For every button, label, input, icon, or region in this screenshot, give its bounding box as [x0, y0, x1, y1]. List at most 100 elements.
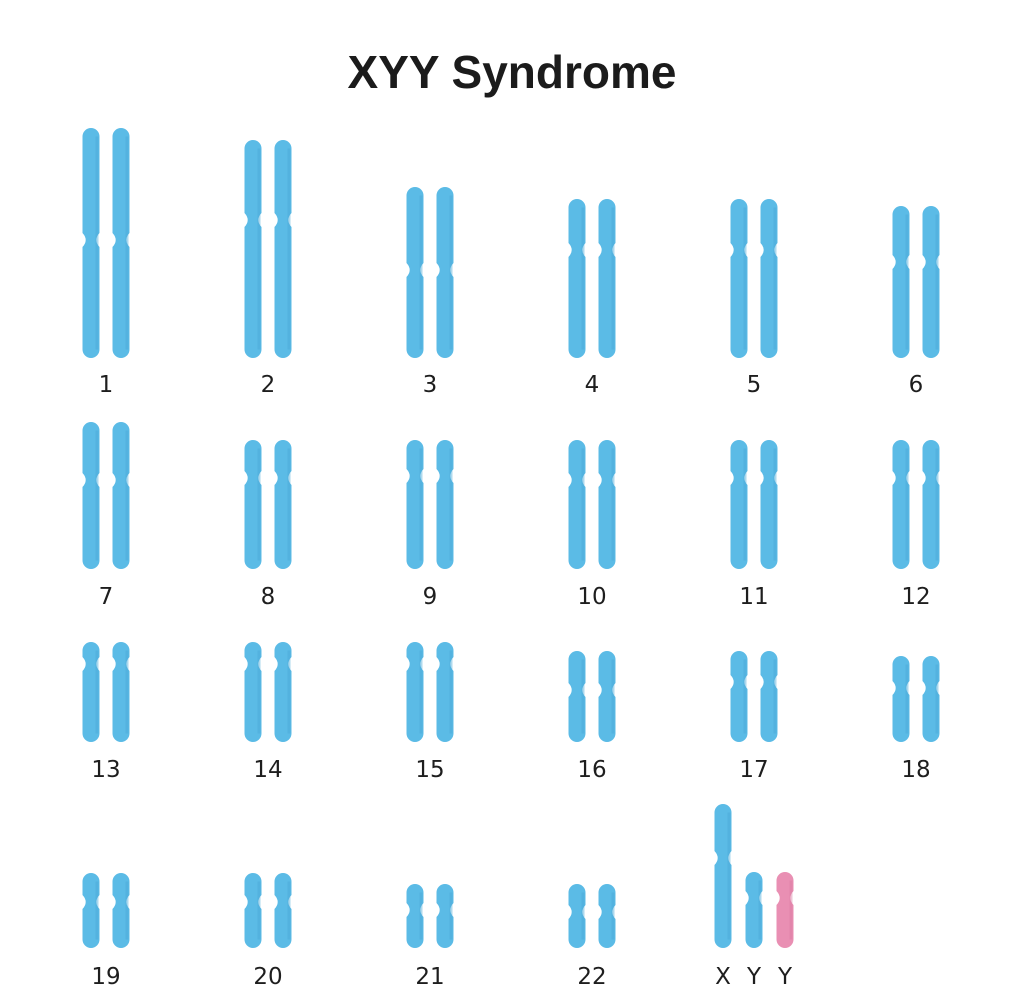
chromosome-22-copy-1-shade: [581, 892, 585, 940]
diagram-title: XYY Syndrome: [347, 46, 677, 98]
chromosome-18-copy-2-body: [922, 656, 940, 742]
sex-chromosome-label-2: Y: [746, 964, 762, 985]
chromosome-2-copy-2-shade: [287, 148, 291, 350]
chromosome-7-copy-2: [112, 422, 130, 569]
chromosome-18-copy-1: [892, 656, 910, 742]
chromosome-20-copy-1: [244, 873, 262, 948]
chromosome-9-copy-2-body: [436, 440, 454, 569]
chromosome-19-copy-2: [112, 873, 130, 948]
chromosome-22-copy-2-body: [598, 884, 616, 948]
chromosome-13-copy-1-body: [82, 642, 100, 742]
chromosome-7-copy-1-body: [82, 422, 100, 569]
chromosome-label-18: 18: [901, 757, 930, 783]
chromosome-1-copy-2-shade: [125, 136, 129, 350]
chromosome-10-copy-2-body: [598, 440, 616, 569]
chromosome-label-14: 14: [253, 757, 282, 783]
chromosome-16-copy-1-shade: [581, 659, 585, 734]
chromosome-22-copy-1-body: [568, 884, 586, 948]
sex-chromosome-y-2: [745, 872, 763, 948]
chromosome-16-copy-2-body: [598, 651, 616, 742]
chromosome-8-copy-2: [274, 440, 292, 569]
chromosome-14-copy-1-body: [244, 642, 262, 742]
chromosome-13-copy-1-shade: [95, 650, 99, 734]
chromosome-10-copy-1-shade: [581, 448, 585, 561]
chromosome-17-copy-2: [760, 651, 778, 742]
chromosome-3-copy-1: [406, 187, 424, 359]
chromosome-10-copy-1-body: [568, 440, 586, 569]
chromosome-7-copy-2-body: [112, 422, 130, 569]
chromosome-15-copy-2: [436, 642, 454, 742]
chromosome-16-copy-1: [568, 651, 586, 742]
sex-chromosome-x-1: [714, 804, 732, 948]
chromosome-22-copy-2: [598, 884, 616, 948]
chromosome-8-copy-1-shade: [257, 448, 261, 561]
chromosome-6-copy-1-shade: [905, 214, 909, 350]
chromosome-label-7: 7: [99, 584, 114, 610]
chromosome-7-copy-2-shade: [125, 430, 129, 561]
chromosome-11-copy-2: [760, 440, 778, 569]
chromosome-4-copy-2-body: [598, 199, 616, 359]
chromosome-18-copy-1-shade: [905, 664, 909, 734]
chromosome-3-copy-2-body: [436, 187, 454, 359]
chromosome-2-copy-2-body: [274, 140, 292, 359]
chromosome-20-copy-2-body: [274, 873, 292, 948]
chromosome-18-copy-2: [922, 656, 940, 742]
chromosome-9-copy-1: [406, 440, 424, 569]
chromosome-1-copy-1-body: [82, 128, 100, 359]
chromosome-19-copy-2-shade: [125, 881, 129, 940]
chromosome-17-copy-2-body: [760, 651, 778, 742]
sex-chromosome-y-3-shade: [789, 880, 793, 940]
sex-chromosome-y-3: [776, 872, 794, 948]
chromosome-7-copy-1-shade: [95, 430, 99, 561]
sex-chromosome-label-1: X: [715, 964, 731, 985]
chromosome-8-copy-1: [244, 440, 262, 569]
chromosome-3-copy-1-body: [406, 187, 424, 359]
chromosome-20-copy-1-shade: [257, 881, 261, 940]
chromosome-label-12: 12: [901, 584, 930, 610]
chromosome-12-copy-2-body: [922, 440, 940, 569]
chromosome-20-copy-2-shade: [287, 881, 291, 940]
chromosome-label-5: 5: [747, 372, 762, 398]
chromosome-19-copy-1: [82, 873, 100, 948]
chromosome-8-copy-2-body: [274, 440, 292, 569]
chromosome-14-copy-2: [274, 642, 292, 742]
chromosome-label-4: 4: [585, 372, 600, 398]
sex-chromosome-y-2-body: [745, 872, 763, 948]
chromosome-17-copy-1: [730, 651, 748, 742]
chromosome-4-copy-2: [598, 199, 616, 359]
chromosome-13-copy-1: [82, 642, 100, 742]
chromosome-13-copy-2-shade: [125, 650, 129, 734]
chromosome-12-copy-1: [892, 440, 910, 569]
chromosome-10-copy-2-shade: [611, 448, 615, 561]
chromosome-14-copy-1: [244, 642, 262, 742]
chromosome-label-21: 21: [415, 964, 444, 985]
chromosome-12-copy-2: [922, 440, 940, 569]
chromosome-6-copy-2: [922, 206, 940, 359]
chromosome-12-copy-1-body: [892, 440, 910, 569]
chromosome-3-copy-2-shade: [449, 195, 453, 350]
chromosome-14-copy-1-shade: [257, 650, 261, 734]
sex-chromosome-x-1-shade: [727, 812, 731, 940]
chromosome-15-copy-2-body: [436, 642, 454, 742]
chromosome-18-copy-2-shade: [935, 664, 939, 734]
chromosome-21-copy-1-shade: [419, 892, 423, 940]
chromosome-label-17: 17: [739, 757, 768, 783]
chromosome-4-copy-1-body: [568, 199, 586, 359]
chromosome-5-copy-1: [730, 199, 748, 359]
chromosome-10-copy-2: [598, 440, 616, 569]
chromosome-19-copy-1-body: [82, 873, 100, 948]
chromosome-label-15: 15: [415, 757, 444, 783]
chromosome-12-copy-2-shade: [935, 448, 939, 561]
chromosome-8-copy-2-shade: [287, 448, 291, 561]
chromosome-15-copy-1-shade: [419, 650, 423, 734]
chromosome-9-copy-2: [436, 440, 454, 569]
chromosome-5-copy-1-body: [730, 199, 748, 359]
chromosome-9-copy-1-body: [406, 440, 424, 569]
chromosome-20-copy-2: [274, 873, 292, 948]
chromosome-17-copy-2-shade: [773, 659, 777, 734]
sex-chromosome-x-1-body: [714, 804, 732, 948]
chromosome-13-copy-2: [112, 642, 130, 742]
chromosome-15-copy-1: [406, 642, 424, 742]
chromosome-19-copy-1-shade: [95, 881, 99, 940]
chromosome-2-copy-1-shade: [257, 148, 261, 350]
